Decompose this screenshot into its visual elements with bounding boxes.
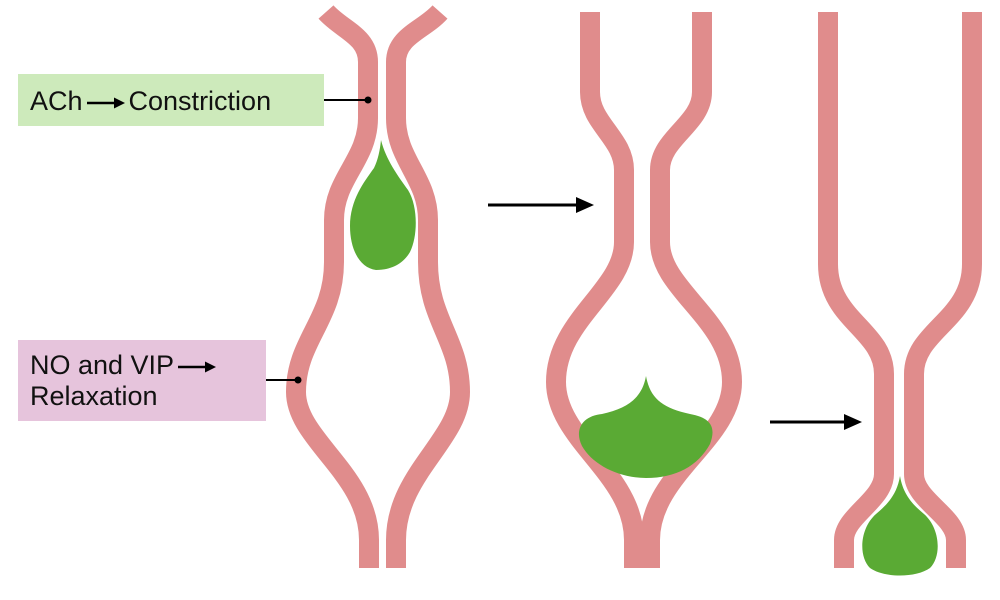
stage-3-left-wall — [818, 12, 894, 568]
stage-3-right-wall — [904, 12, 982, 568]
sequence-arrow-2 — [770, 414, 862, 430]
stage-1-segment — [286, 4, 470, 568]
relaxation-text: Relaxation — [30, 381, 158, 411]
sequence-arrow-1 — [488, 197, 594, 213]
right-arrow-icon — [178, 360, 217, 374]
ach-constriction-label: ACh Constriction — [18, 74, 324, 126]
ach-text: ACh — [30, 86, 83, 116]
stage-1-right-wall — [386, 4, 470, 568]
stage-1-bolus — [350, 140, 416, 270]
right-arrow-icon — [86, 96, 125, 110]
constriction-text: Constriction — [128, 86, 272, 116]
no-vip-relaxation-label: NO and VIP Relaxation — [18, 340, 266, 421]
stage-3-segment — [818, 12, 982, 576]
stage-1-left-wall — [286, 4, 379, 568]
stage-3-bolus — [862, 476, 938, 576]
stage-2-left-wall — [546, 12, 644, 568]
no-vip-line-1: NO and VIP — [30, 350, 266, 381]
no-vip-text: NO and VIP — [30, 350, 175, 380]
stage-2-right-wall — [640, 12, 742, 568]
no-vip-leader-line — [266, 376, 302, 384]
ach-leader-line — [324, 96, 372, 104]
stage-2-segment — [546, 12, 742, 568]
stage-2-bolus — [578, 376, 713, 478]
